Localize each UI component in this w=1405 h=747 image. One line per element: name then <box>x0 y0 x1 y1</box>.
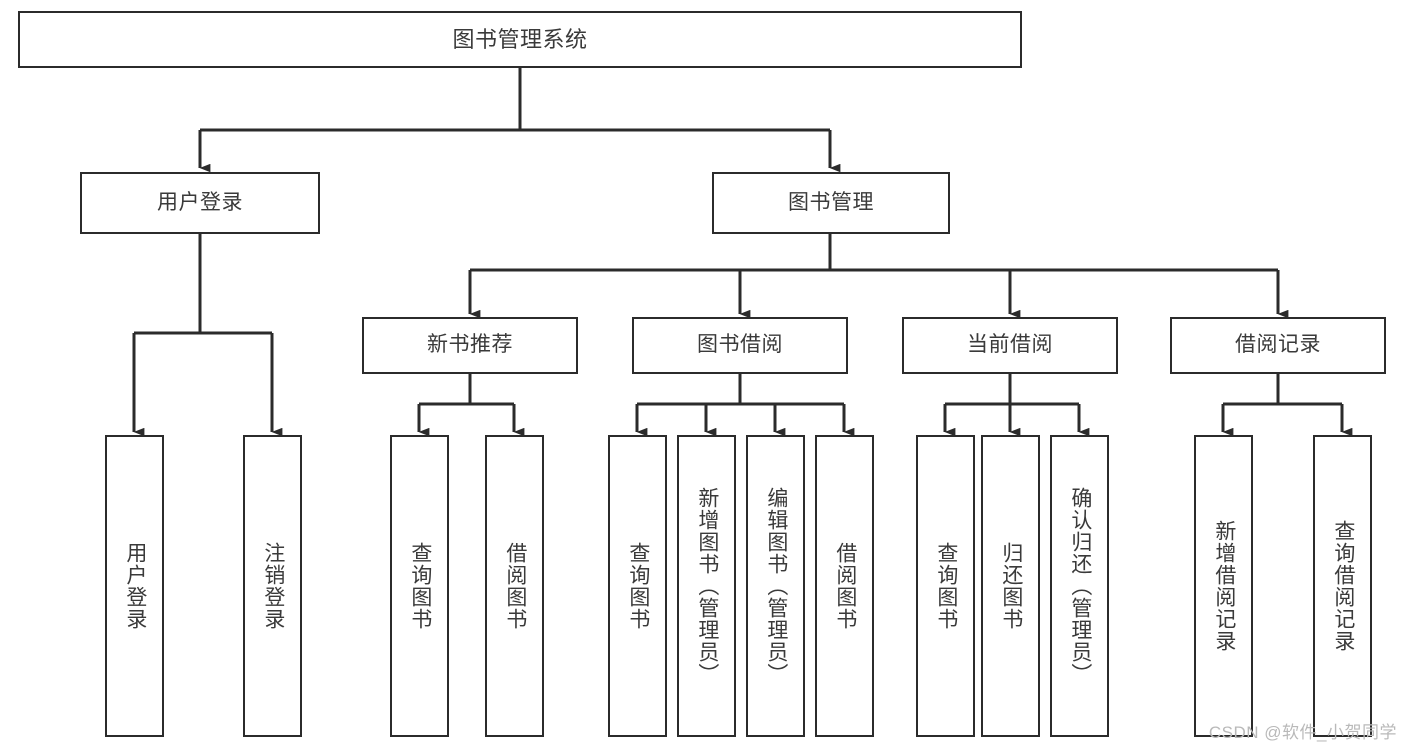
node-leaf-query-book-1-label: 查询图书 <box>408 542 432 630</box>
node-leaf-query-book-3-label: 查询图书 <box>934 542 958 630</box>
node-leaf-query-book-2[interactable]: 查询图书 <box>608 435 667 737</box>
node-leaf-return-book[interactable]: 归还图书 <box>981 435 1040 737</box>
node-leaf-borrow-book-1-label: 借阅图书 <box>503 542 527 630</box>
node-leaf-user-login[interactable]: 用户登录 <box>105 435 164 737</box>
node-borrow-record[interactable]: 借阅记录 <box>1170 317 1386 374</box>
watermark-text: CSDN @软件_小贺同学 <box>1208 723 1397 742</box>
node-borrow-record-label: 借阅记录 <box>1235 333 1321 357</box>
node-leaf-query-book-1[interactable]: 查询图书 <box>390 435 449 737</box>
node-user-login-label: 用户登录 <box>157 190 243 214</box>
node-leaf-borrow-book-2[interactable]: 借阅图书 <box>815 435 874 737</box>
node-leaf-query-borrow-record[interactable]: 查询借阅记录 <box>1313 435 1372 737</box>
node-leaf-add-book[interactable]: 新增图书（管理员） <box>677 435 736 737</box>
node-leaf-confirm-return[interactable]: 确认归还（管理员） <box>1050 435 1109 737</box>
node-user-login[interactable]: 用户登录 <box>80 172 320 234</box>
node-book-management-label: 图书管理 <box>788 190 874 214</box>
node-current-borrow-label: 当前借阅 <box>967 333 1053 357</box>
node-new-book-recommend-label: 新书推荐 <box>427 333 513 357</box>
node-root-system[interactable]: 图书管理系统 <box>18 11 1022 68</box>
node-book-borrow[interactable]: 图书借阅 <box>632 317 848 374</box>
node-leaf-query-borrow-record-label: 查询借阅记录 <box>1331 520 1355 652</box>
node-leaf-logout-login-label: 注销登录 <box>261 542 285 630</box>
node-leaf-borrow-book-1[interactable]: 借阅图书 <box>485 435 544 737</box>
node-leaf-borrow-book-2-label: 借阅图书 <box>833 542 857 630</box>
node-leaf-logout-login[interactable]: 注销登录 <box>243 435 302 737</box>
node-leaf-confirm-return-label: 确认归还（管理员） <box>1068 487 1092 685</box>
node-book-borrow-label: 图书借阅 <box>697 333 783 357</box>
node-current-borrow[interactable]: 当前借阅 <box>902 317 1118 374</box>
node-new-book-recommend[interactable]: 新书推荐 <box>362 317 578 374</box>
node-leaf-add-borrow-record-label: 新增借阅记录 <box>1212 520 1236 652</box>
node-book-management[interactable]: 图书管理 <box>712 172 950 234</box>
node-leaf-edit-book-label: 编辑图书（管理员） <box>764 487 788 685</box>
node-leaf-user-login-label: 用户登录 <box>123 542 147 630</box>
node-root-system-label: 图书管理系统 <box>452 26 588 52</box>
node-leaf-return-book-label: 归还图书 <box>999 542 1023 630</box>
node-leaf-query-book-3[interactable]: 查询图书 <box>916 435 975 737</box>
node-leaf-query-book-2-label: 查询图书 <box>626 542 650 630</box>
node-leaf-add-book-label: 新增图书（管理员） <box>695 487 719 685</box>
node-leaf-edit-book[interactable]: 编辑图书（管理员） <box>746 435 805 737</box>
node-leaf-add-borrow-record[interactable]: 新增借阅记录 <box>1194 435 1253 737</box>
